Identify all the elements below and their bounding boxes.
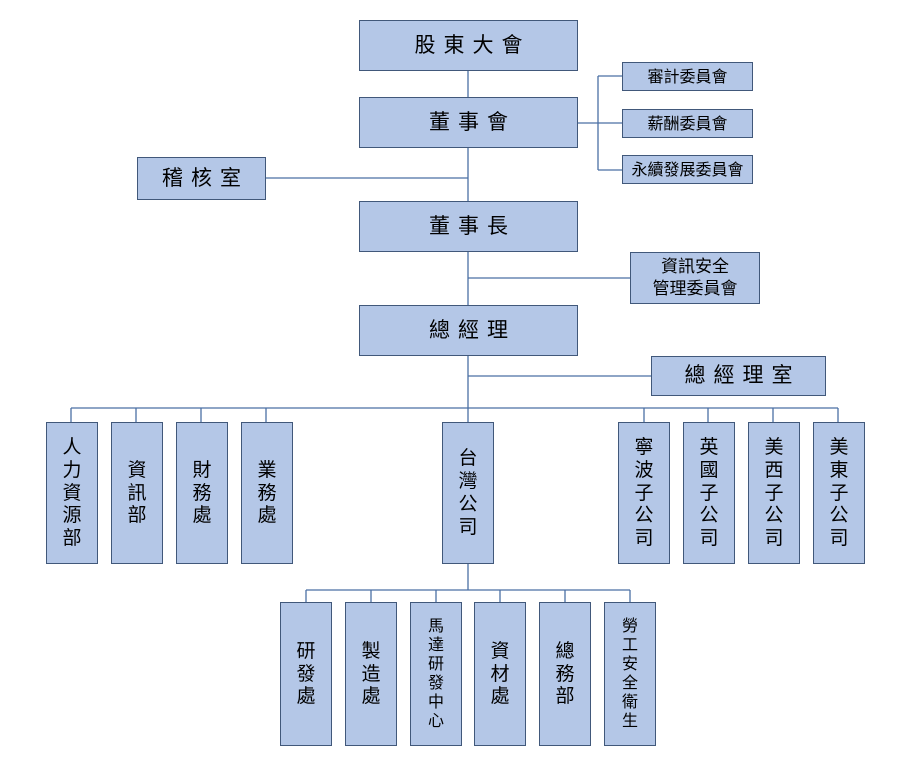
vertical-char: 訊 (127, 481, 147, 504)
vertical-char: 部 (555, 685, 575, 708)
vertical-char: 達 (427, 635, 444, 655)
vertical-char: 公 (699, 504, 719, 527)
vertical-char: 資 (127, 458, 147, 481)
chairman-box: 董事長 (359, 201, 578, 252)
vertical-char: 公 (764, 504, 784, 527)
hq-unit-box: 人力資源部 (46, 422, 98, 564)
vertical-char: 處 (192, 504, 212, 527)
subsidiary-box: 英國子公司 (683, 422, 735, 564)
president-box: 總經理 (359, 305, 578, 356)
taiwan-unit-box: 研發處 (280, 602, 332, 746)
vertical-char: 司 (829, 527, 849, 550)
vertical-char: 中 (427, 691, 444, 711)
vertical-char: 務 (192, 481, 212, 504)
vertical-char: 業 (257, 458, 277, 481)
vertical-char: 造 (361, 662, 381, 685)
remuneration-committee-box: 薪酬委員會 (622, 109, 753, 138)
shareholders-meeting-box: 股東大會 (359, 20, 578, 71)
vertical-char: 處 (490, 685, 510, 708)
vertical-char: 波 (634, 458, 654, 481)
vertical-char: 子 (699, 481, 719, 504)
vertical-char: 心 (427, 710, 444, 730)
taiwan-unit-box: 總務部 (539, 602, 591, 746)
vertical-char: 子 (829, 481, 849, 504)
vertical-char: 美 (829, 436, 849, 458)
hq-unit-box: 財務處 (176, 422, 228, 564)
vertical-char: 美 (764, 436, 784, 458)
vertical-char: 財 (192, 458, 212, 481)
vertical-char: 研 (427, 654, 444, 674)
infosec-committee-box: 資訊安全 管理委員會 (630, 252, 760, 304)
vertical-char: 研 (296, 639, 316, 662)
vertical-char: 全 (621, 673, 638, 692)
vertical-char: 處 (361, 685, 381, 708)
vertical-char: 公 (829, 504, 849, 527)
vertical-char: 子 (634, 481, 654, 504)
vertical-char: 司 (634, 527, 654, 550)
subsidiary-box: 美東子公司 (813, 422, 865, 564)
vertical-char: 寧 (634, 436, 654, 458)
vertical-char: 灣 (458, 470, 478, 493)
vertical-char: 公 (458, 493, 478, 515)
vertical-char: 國 (699, 458, 719, 481)
vertical-char: 生 (621, 710, 638, 730)
hq-unit-box: 業務處 (241, 422, 293, 564)
taiwan-company-box: 台灣公司 (442, 422, 494, 564)
vertical-char: 處 (296, 685, 316, 708)
vertical-char: 發 (296, 662, 316, 685)
vertical-char: 源 (62, 504, 82, 527)
vertical-char: 總 (555, 639, 575, 662)
vertical-char: 工 (621, 635, 638, 655)
vertical-char: 司 (699, 527, 719, 550)
president-office-box: 總經理室 (651, 356, 826, 396)
vertical-char: 務 (555, 662, 575, 685)
vertical-char: 資 (62, 481, 82, 504)
taiwan-unit-box: 資材處 (474, 602, 526, 746)
subsidiary-box: 寧波子公司 (618, 422, 670, 564)
vertical-char: 馬 (427, 616, 444, 636)
audit-committee-box: 審計委員會 (622, 62, 753, 91)
sustainability-committee-box: 永續發展委員會 (622, 155, 753, 184)
vertical-char: 務 (257, 481, 277, 504)
taiwan-unit-box: 勞工安全衛生 (604, 602, 656, 746)
vertical-char: 勞 (621, 616, 638, 636)
vertical-char: 台 (458, 447, 478, 470)
vertical-char: 部 (62, 527, 82, 550)
vertical-char: 司 (458, 515, 478, 538)
subsidiary-box: 美西子公司 (748, 422, 800, 564)
vertical-char: 處 (257, 504, 277, 527)
taiwan-unit-box: 馬達研發中心 (410, 602, 462, 746)
vertical-char: 資 (490, 639, 510, 662)
board-of-directors-box: 董事會 (359, 97, 578, 148)
hq-unit-box: 資訊部 (111, 422, 163, 564)
vertical-char: 材 (490, 662, 510, 685)
vertical-char: 安 (621, 654, 638, 674)
vertical-char: 部 (127, 504, 147, 527)
vertical-char: 人 (62, 436, 82, 458)
vertical-char: 力 (62, 458, 82, 481)
vertical-char: 東 (829, 458, 849, 481)
vertical-char: 發 (427, 673, 444, 692)
audit-office-box: 稽核室 (137, 157, 266, 200)
vertical-char: 英 (699, 436, 719, 458)
vertical-char: 製 (361, 639, 381, 662)
vertical-char: 司 (764, 527, 784, 550)
vertical-char: 西 (764, 458, 784, 481)
vertical-char: 子 (764, 481, 784, 504)
vertical-char: 衛 (621, 691, 638, 711)
vertical-char: 公 (634, 504, 654, 527)
taiwan-unit-box: 製造處 (345, 602, 397, 746)
